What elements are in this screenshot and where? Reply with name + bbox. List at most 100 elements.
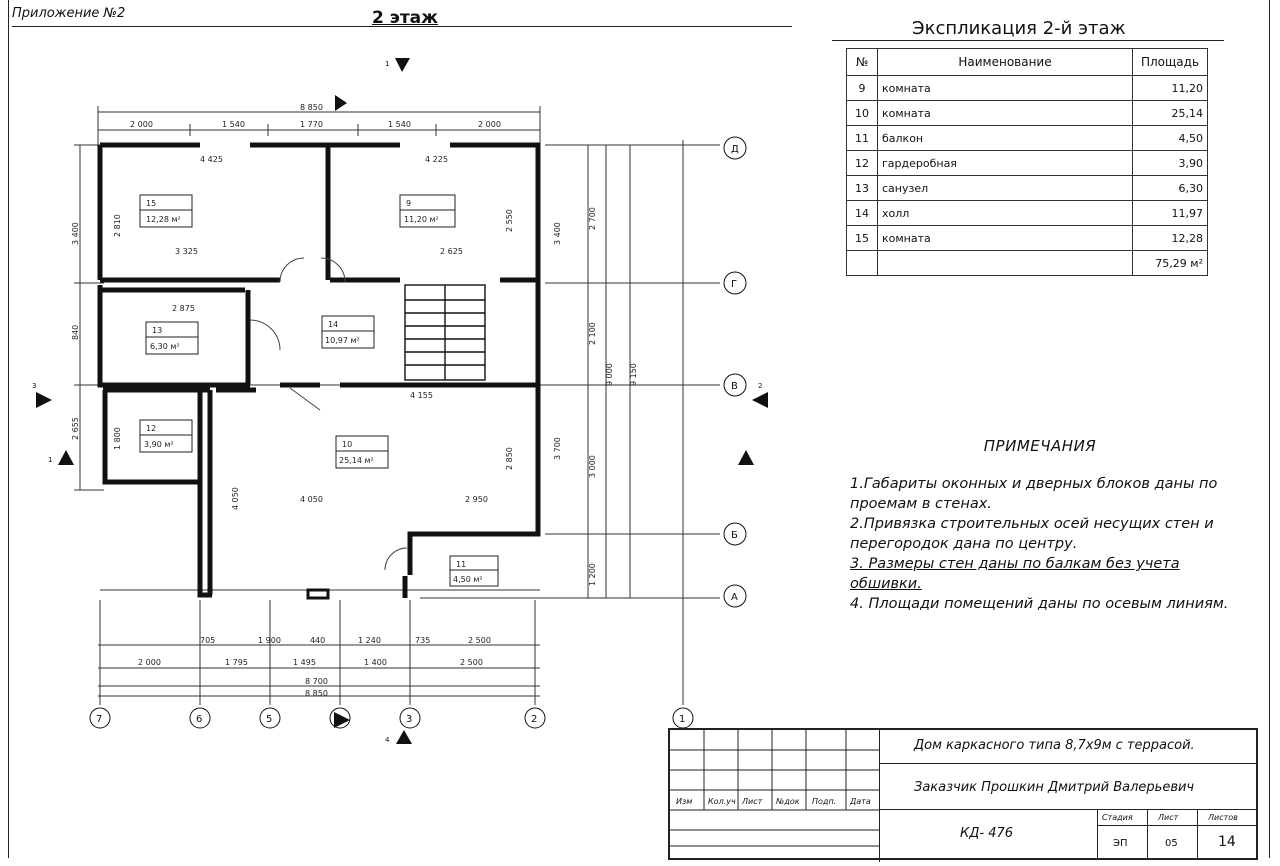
revision-grid <box>670 730 880 862</box>
axis-label: 2 <box>531 714 537 725</box>
project-title: Дом каркасного типа 8,7х9м с террасой. <box>914 738 1195 753</box>
title-block: Изм Кол.уч Лист №док Подп. Дата Дом карк… <box>668 728 1258 862</box>
axis-label: 6 <box>196 714 202 725</box>
axis-label: В <box>731 381 738 392</box>
header-sign: Подп. <box>812 797 837 806</box>
dim-bottom: 1 900 <box>258 636 281 645</box>
room-area: 6,30 <box>1132 175 1208 201</box>
dim-top-total: 8 850 <box>300 103 323 112</box>
dim-right: 2 100 <box>588 322 597 345</box>
room-label-13: 136,30 м² <box>145 321 199 355</box>
section-arrow-icon <box>738 450 754 465</box>
room-number: 10 <box>846 100 878 126</box>
header-kol: Кол.уч <box>708 797 736 806</box>
dim-left: 3 400 <box>71 222 80 245</box>
dim-left: 2 655 <box>71 417 80 440</box>
dim-inner: 1 800 <box>113 427 122 450</box>
section-label: 2 <box>758 382 762 390</box>
section-label: 4 <box>385 736 390 744</box>
column-header-area: Площадь <box>1132 48 1208 76</box>
dim-top: 1 540 <box>222 120 245 129</box>
header-list: Лист <box>742 797 763 806</box>
room-name: комната <box>877 100 1133 126</box>
dim-inner: 4 050 <box>300 495 323 504</box>
column-header-number: № <box>846 48 878 76</box>
axis-label: Д <box>731 144 739 155</box>
dim-top: 1 540 <box>388 120 411 129</box>
sheet-value: 05 <box>1165 838 1178 849</box>
dim-bottom: 2 500 <box>468 636 491 645</box>
axis-markers-bottom: 7 6 5 4 3 2 1 <box>89 707 694 729</box>
room-area: 25,14 <box>1132 100 1208 126</box>
room-label-12: 12 3,90 м² <box>139 419 193 453</box>
column-header-name: Наименование <box>877 48 1133 76</box>
axis-label: Г <box>731 279 737 290</box>
header-line <box>12 26 792 27</box>
room-area: 3,90 <box>1132 150 1208 176</box>
section-arrow-icon <box>395 58 410 72</box>
dim-left: 840 <box>71 325 80 340</box>
dim-top: 1 770 <box>300 120 323 129</box>
dim-inner: 4 050 <box>231 487 240 510</box>
section-markers: 1 3 2 1 4 <box>32 58 768 744</box>
dim-bottom: 2 000 <box>138 658 161 667</box>
section-arrow-icon <box>334 712 350 728</box>
sheet-border <box>8 0 1270 858</box>
room-area: 11,97 <box>1132 200 1208 226</box>
room-area: 4,50 <box>1132 125 1208 151</box>
dim-inner: 2 550 <box>505 209 514 232</box>
room-name: холл <box>877 200 1133 226</box>
section-label: 3 <box>32 382 36 390</box>
room-name: санузел <box>877 175 1133 201</box>
dim-inner: 2 950 <box>465 495 488 504</box>
sheets-value: 14 <box>1218 834 1236 850</box>
dim-inner: 3 400 <box>553 222 562 245</box>
header-date: Дата <box>850 797 871 806</box>
room-area-label: 6,30 м² <box>150 342 180 351</box>
sheet-label: Лист <box>1158 813 1179 822</box>
room-area-label: 10,97 м² <box>325 336 360 345</box>
floor-title: 2 этаж <box>372 8 439 28</box>
note-item: 1.Габариты оконных и дверных блоков даны… <box>850 476 1218 512</box>
room-name: балкон <box>877 125 1133 151</box>
section-arrow-icon <box>335 95 347 111</box>
axis-label: А <box>731 592 738 603</box>
room-id: 15 <box>146 199 156 208</box>
dim-inner: 4 155 <box>410 391 433 400</box>
total-area: 75,29 м² <box>1132 250 1208 276</box>
room-number: 13 <box>846 175 878 201</box>
notes-block: ПРИМЕЧАНИЯ 1.Габариты оконных и дверных … <box>850 436 1230 614</box>
dim-bottom: 705 <box>200 636 215 645</box>
dim-right-total: 9 000 <box>605 363 614 386</box>
room-id: 14 <box>328 320 338 329</box>
room-id: 12 <box>146 424 156 433</box>
axis-label: 3 <box>406 714 412 725</box>
room-area-label: 3,90 м² <box>144 440 174 449</box>
room-id: 11 <box>456 560 466 569</box>
room-number: 14 <box>846 200 878 226</box>
dim-right: 1 200 <box>588 563 597 586</box>
dim-inner: 3 700 <box>553 437 562 460</box>
dim-top: 2 000 <box>130 120 153 129</box>
room-area-label: 11,20 м² <box>404 215 439 224</box>
room-number: 12 <box>846 150 878 176</box>
room-label-11: 114,50 м² <box>449 555 499 587</box>
room-label-9: 911,20 м² <box>399 194 456 228</box>
dim-inner: 3 325 <box>175 247 198 256</box>
room-number: 15 <box>846 225 878 251</box>
drawing-code: КД- 476 <box>960 826 1014 841</box>
axis-label: 1 <box>679 714 685 725</box>
dim-right-total: 9 150 <box>629 363 638 386</box>
customer: Заказчик Прошкин Дмитрий Валерьевич <box>914 780 1195 795</box>
